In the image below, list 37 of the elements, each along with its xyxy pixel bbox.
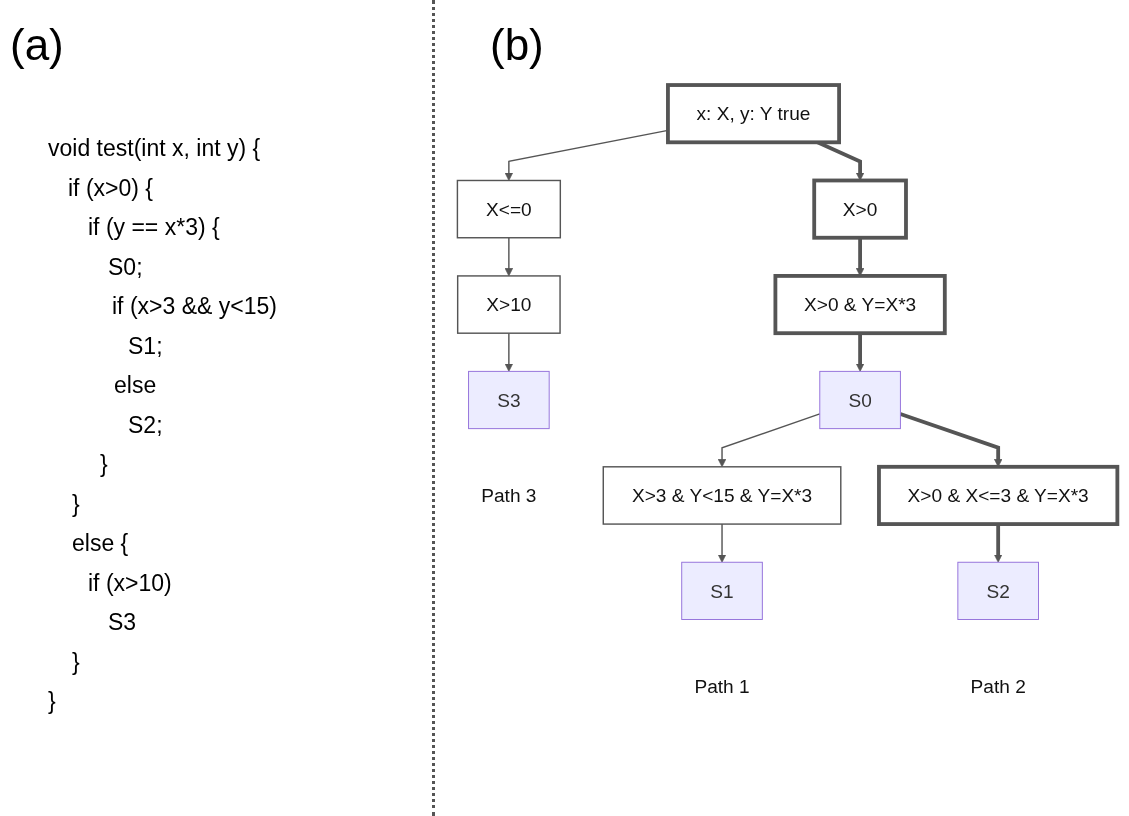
code-line: } <box>100 451 108 478</box>
code-line: } <box>48 688 56 715</box>
code-line: if (x>0) { <box>68 174 153 202</box>
node-label: Path 1 <box>694 675 750 697</box>
node-box: X>0 <box>812 178 908 240</box>
panel-label: (b) <box>490 20 544 70</box>
code-line: S3 <box>108 609 137 636</box>
node-box: S1 <box>681 561 763 620</box>
code-line: if (x>3 && y<15) <box>112 293 277 320</box>
node-box: S2 <box>957 561 1039 620</box>
node-label: Path 2 <box>970 675 1026 697</box>
arrow <box>504 237 514 277</box>
code-line: else <box>114 372 157 399</box>
node-box: X>10 <box>456 275 561 334</box>
arrow <box>993 524 1003 563</box>
arrow <box>717 413 821 468</box>
panel-label: (a) <box>10 20 64 70</box>
code-line: void test(int x, int y) { <box>48 135 261 162</box>
code-line: } <box>72 490 80 518</box>
arrow <box>504 332 514 372</box>
code-line: else { <box>72 530 129 557</box>
code-line: if (x>10) <box>88 569 172 597</box>
code-line: if (y == x*3) { <box>88 214 220 241</box>
node-box: S0 <box>819 370 901 430</box>
arrow <box>717 523 727 563</box>
node-box: x: X, y: Y true <box>666 83 841 145</box>
code-line: } <box>72 648 80 676</box>
node-box: X>0 & X<=3 & Y=X*3 <box>877 464 1120 526</box>
code-line: S2; <box>128 411 163 439</box>
node-label: Path 3 <box>481 484 537 506</box>
arrow <box>855 333 865 372</box>
code-line: S0; <box>108 253 143 281</box>
node-box: S3 <box>468 370 550 430</box>
code-line: S1; <box>128 332 163 360</box>
node-box: X<=0 <box>456 179 562 239</box>
node-box: X>0 & Y=X*3 <box>773 274 947 336</box>
node-box: X>3 & Y<15 & Y=X*3 <box>602 466 842 525</box>
